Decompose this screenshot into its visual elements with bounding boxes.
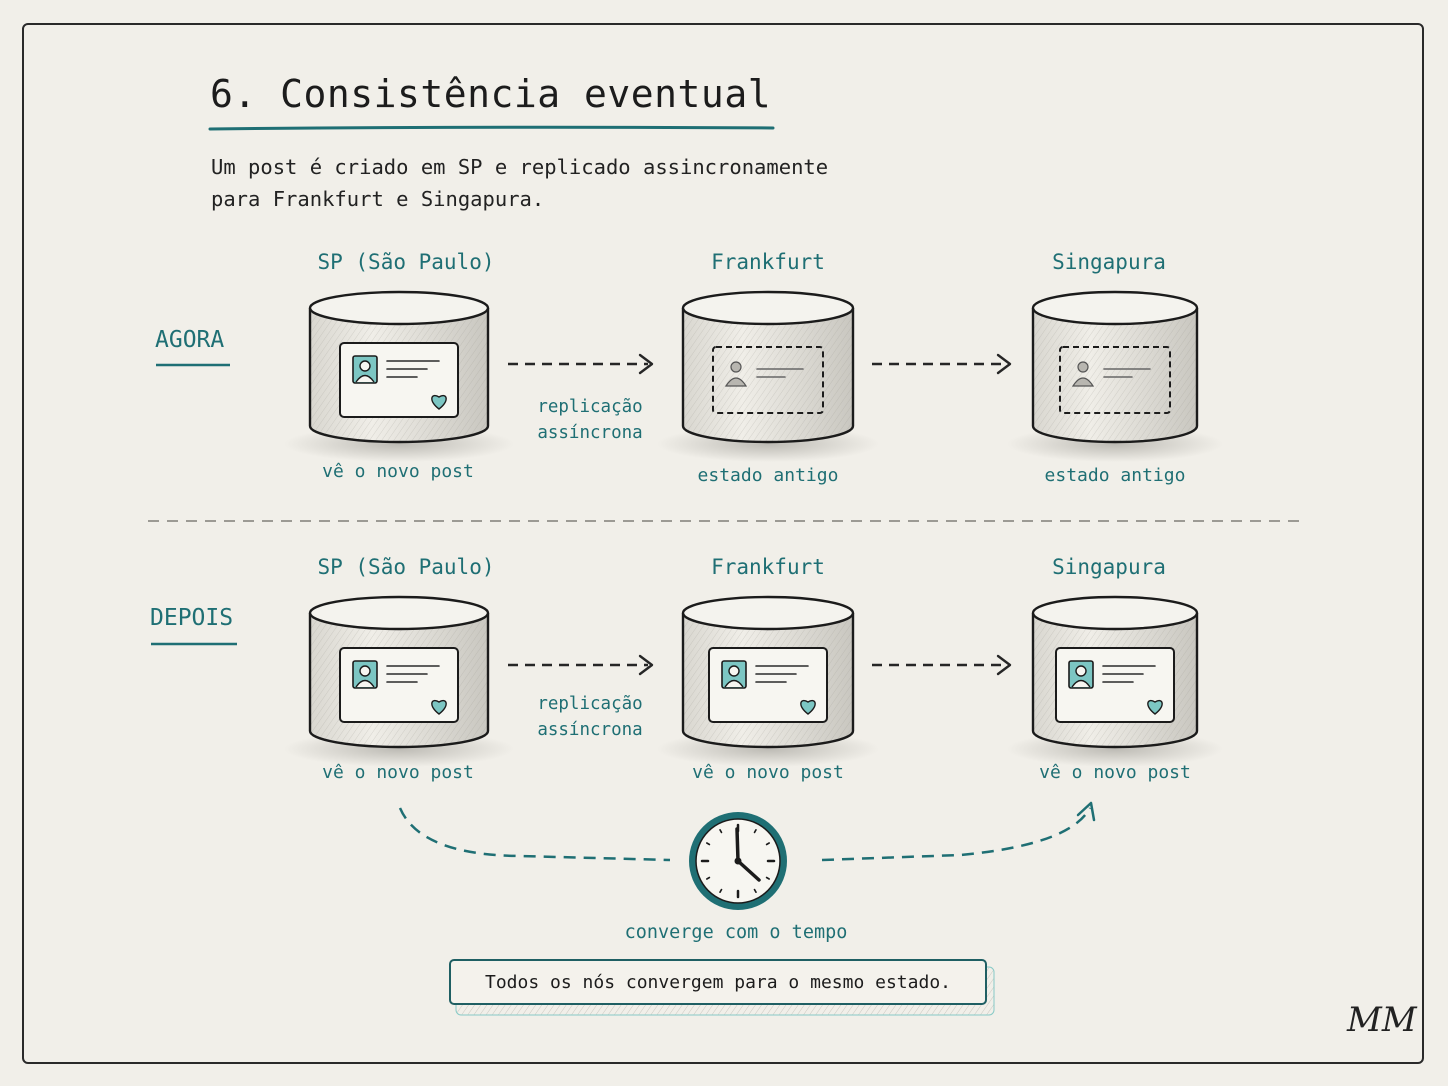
replication-label-line: replicação [537, 694, 643, 714]
heart-icon [431, 699, 447, 715]
arrow-right-icon [872, 654, 1012, 676]
subtitle-line: para Frankfurt e Singapura. [211, 187, 545, 211]
node-title: Frankfurt [711, 250, 825, 274]
stale-post-card-icon [712, 346, 824, 414]
node-caption: vê o novo post [322, 762, 474, 783]
arrow-right-icon [508, 353, 654, 375]
replication-label-line: assíncrona [537, 720, 643, 740]
arrow-right-icon [508, 654, 654, 676]
arrow-right-icon [872, 353, 1012, 375]
avatar-icon [724, 361, 748, 387]
database-cylinder-icon [284, 595, 514, 767]
converge-label: converge com o tempo [624, 922, 848, 943]
replication-label-line: assíncrona [537, 423, 643, 443]
row-label-depois: DEPOIS [150, 605, 234, 631]
replication-label-line: replicação [537, 397, 643, 417]
heart-icon [800, 699, 816, 715]
heart-icon [431, 394, 447, 410]
page-frame [22, 23, 1424, 1064]
summary-text: Todos os nós convergem para o mesmo esta… [485, 971, 951, 993]
title-underline [208, 125, 775, 131]
heart-icon [1147, 699, 1163, 715]
converge-arc-right [821, 807, 1092, 862]
node-caption: vê o novo post [1039, 762, 1191, 783]
node-title: Singapura [1052, 555, 1166, 579]
node-title: Singapura [1052, 250, 1166, 274]
avatar-icon [721, 660, 747, 689]
avatar-icon [352, 355, 378, 384]
database-cylinder-icon [284, 290, 514, 462]
page-subtitle: Um post é criado em SP e replicado assin… [211, 151, 828, 215]
post-card-icon [708, 647, 828, 723]
database-cylinder-icon [1007, 290, 1223, 462]
node-caption: estado antigo [1044, 465, 1186, 486]
avatar-icon [1071, 361, 1095, 387]
subtitle-line: Um post é criado em SP e replicado assin… [211, 155, 829, 179]
database-group [284, 290, 1223, 767]
database-cylinder-icon [657, 290, 879, 462]
stale-post-card-icon [1059, 346, 1171, 414]
node-caption: vê o novo post [322, 461, 474, 482]
arrow-head-icon [1076, 801, 1096, 822]
row-label-agora: AGORA [155, 327, 225, 353]
database-cylinder-icon [1007, 595, 1223, 767]
replication-arrows [508, 353, 1012, 676]
converge-arc-left [398, 807, 671, 862]
signature: MM [1347, 1000, 1417, 1040]
node-caption: estado antigo [697, 465, 839, 486]
replication-label: replicação assíncrona [490, 394, 690, 446]
node-title: Frankfurt [711, 555, 825, 579]
post-card-icon [1055, 647, 1175, 723]
page-title: 6. Consistência eventual [210, 72, 772, 116]
summary-box: Todos os nós convergem para o mesmo esta… [449, 959, 987, 1005]
clock-icon [689, 812, 787, 910]
post-card-icon [339, 342, 459, 418]
node-title: SP (São Paulo) [317, 250, 495, 274]
database-cylinder-icon [657, 595, 879, 767]
replication-label: replicação assíncrona [490, 691, 690, 743]
post-card-icon [339, 647, 459, 723]
avatar-icon [1068, 660, 1094, 689]
node-title: SP (São Paulo) [317, 555, 495, 579]
node-caption: vê o novo post [692, 762, 844, 783]
avatar-icon [352, 660, 378, 689]
